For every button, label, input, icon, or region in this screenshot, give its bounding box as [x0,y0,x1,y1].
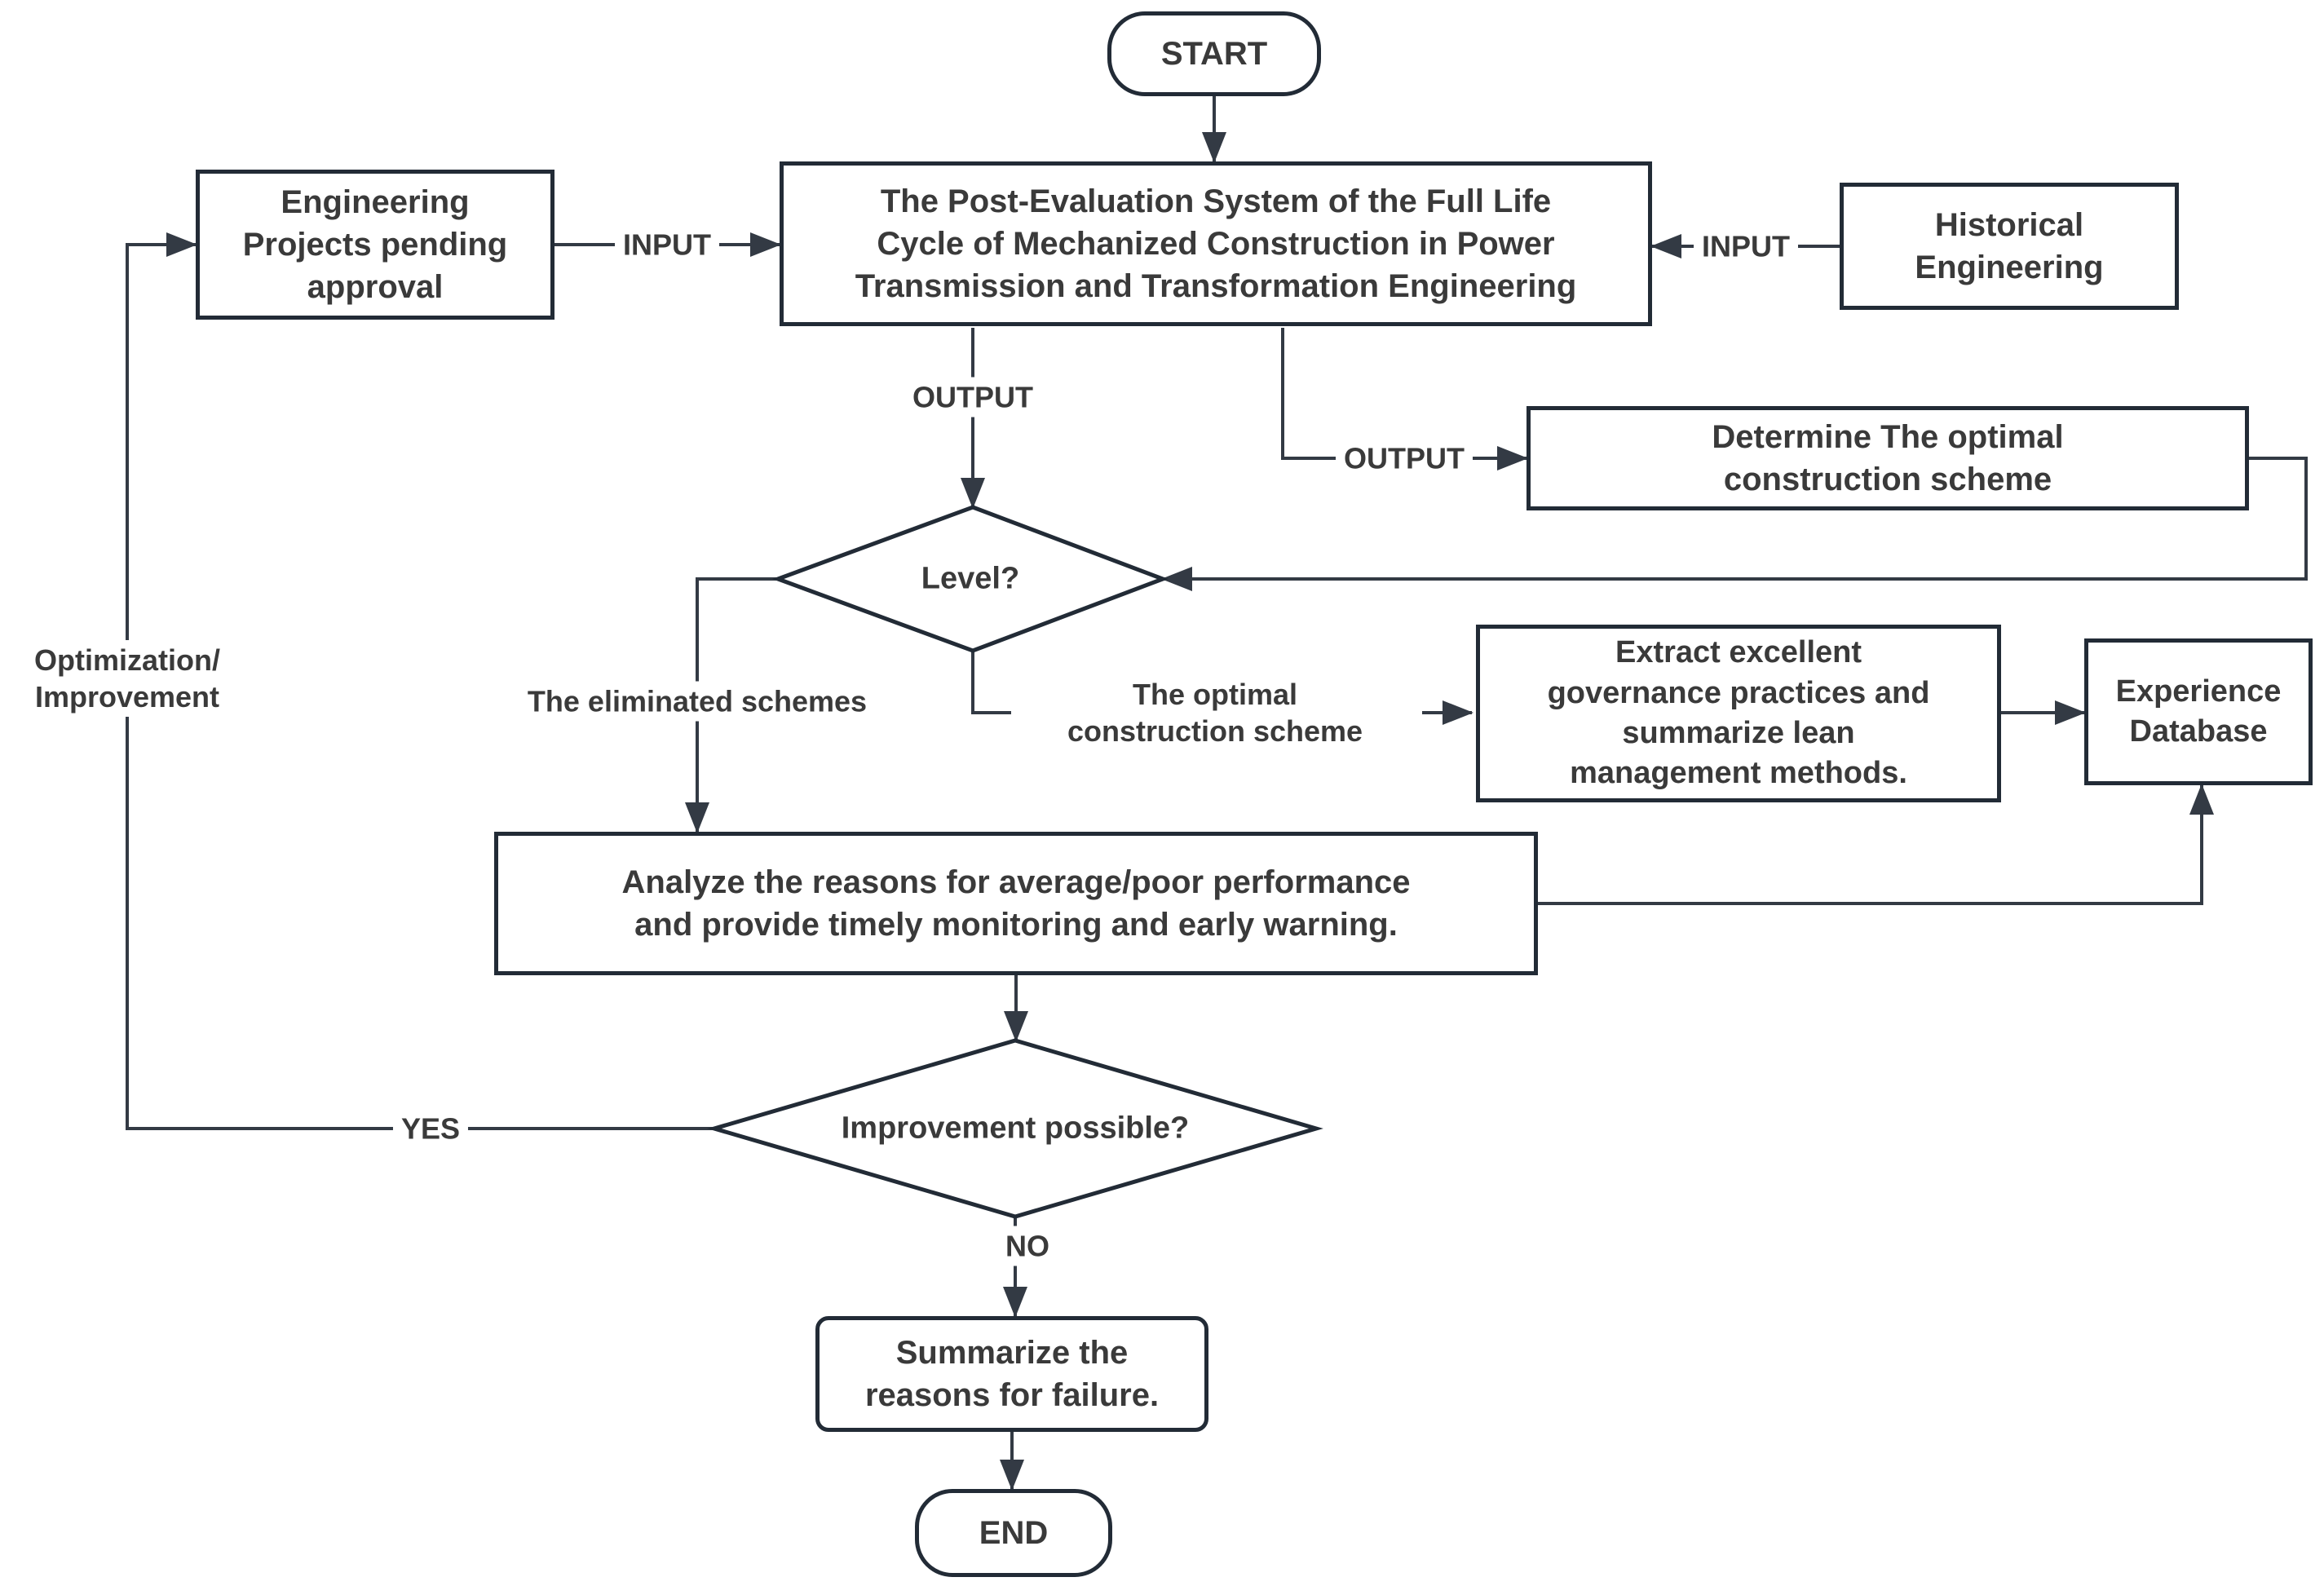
output-right-label: OUTPUT [1336,438,1473,479]
main-line-3: Transmission and Transformation Engineer… [855,268,1577,304]
experience-line-2: Database [2129,714,2268,749]
optimization-line-1: Optimization/ [34,643,220,677]
optimal-scheme-line-2: construction scheme [1067,714,1363,748]
output-left-label: OUTPUT [904,377,1041,417]
start-label: START [1160,36,1268,72]
historical-line-2: Engineering [1915,250,2104,285]
pending-line-2: Projects pending [242,227,508,263]
historical-engineering-node: Historical Engineering [1840,183,2179,310]
edge-analyze-to-experience [1538,784,2214,905]
input-right-label: INPUT [1694,226,1798,267]
analyze-line-2: and provide timely monitoring and early … [634,907,1398,943]
extract-line-4: management methods. [1570,756,1907,791]
end-label: END [979,1515,1049,1551]
extract-line-2: governance practices and [1547,675,1930,710]
summarize-failure-node: Summarize the reasons for failure. [815,1316,1208,1432]
determine-line-2: construction scheme [1723,462,2052,497]
optimization-line-2: Improvement [34,680,220,713]
end-node: END [915,1489,1112,1577]
no-label: NO [997,1226,1058,1266]
summarize-line-1: Summarize the [895,1335,1129,1371]
optimal-scheme-label: The optimal construction scheme [1058,674,1372,751]
edge-level-to-analyze-eliminated [685,577,778,833]
level-decision-label: Level? [921,561,1020,596]
historical-line-1: Historical [1934,207,2084,243]
summarize-line-2: reasons for failure. [864,1377,1160,1413]
extract-practices-node: Extract excellent governance practices a… [1476,625,2001,802]
input-left-label: INPUT [615,224,719,265]
edge-level-to-optimal-stub [971,651,1011,714]
pending-projects-node: Engineering Projects pending approval [196,170,554,320]
edge-determine-feedback-to-level [1161,457,2308,591]
improvement-decision-label: Improvement possible? [841,1111,1190,1146]
post-evaluation-system-node: The Post-Evaluation System of the Full L… [780,161,1652,326]
determine-scheme-node: Determine The optimal construction schem… [1527,406,2249,510]
eliminated-schemes-label: The eliminated schemes [519,681,876,722]
pending-line-3: approval [307,269,444,305]
optimization-loop-label: Optimization/ Improvement [26,640,228,717]
extract-line-1: Extract excellent [1615,635,1862,670]
experience-database-node: Experience Database [2084,638,2313,785]
yes-label: YES [392,1108,469,1149]
level-decision-diamond [771,505,1169,653]
improvement-decision-diamond [707,1038,1323,1219]
analyze-line-1: Analyze the reasons for average/poor per… [621,864,1411,900]
main-line-2: Cycle of Mechanized Construction in Powe… [877,226,1555,262]
start-node: START [1107,11,1321,96]
experience-line-1: Experience [2115,674,2282,709]
analyze-reasons-node: Analyze the reasons for average/poor per… [494,832,1538,975]
extract-line-3: summarize lean [1622,716,1855,750]
main-line-1: The Post-Evaluation System of the Full L… [880,183,1552,219]
pending-line-1: Engineering [281,184,470,220]
optimal-scheme-line-1: The optimal [1132,678,1297,711]
determine-line-1: Determine The optimal [1712,419,2064,455]
